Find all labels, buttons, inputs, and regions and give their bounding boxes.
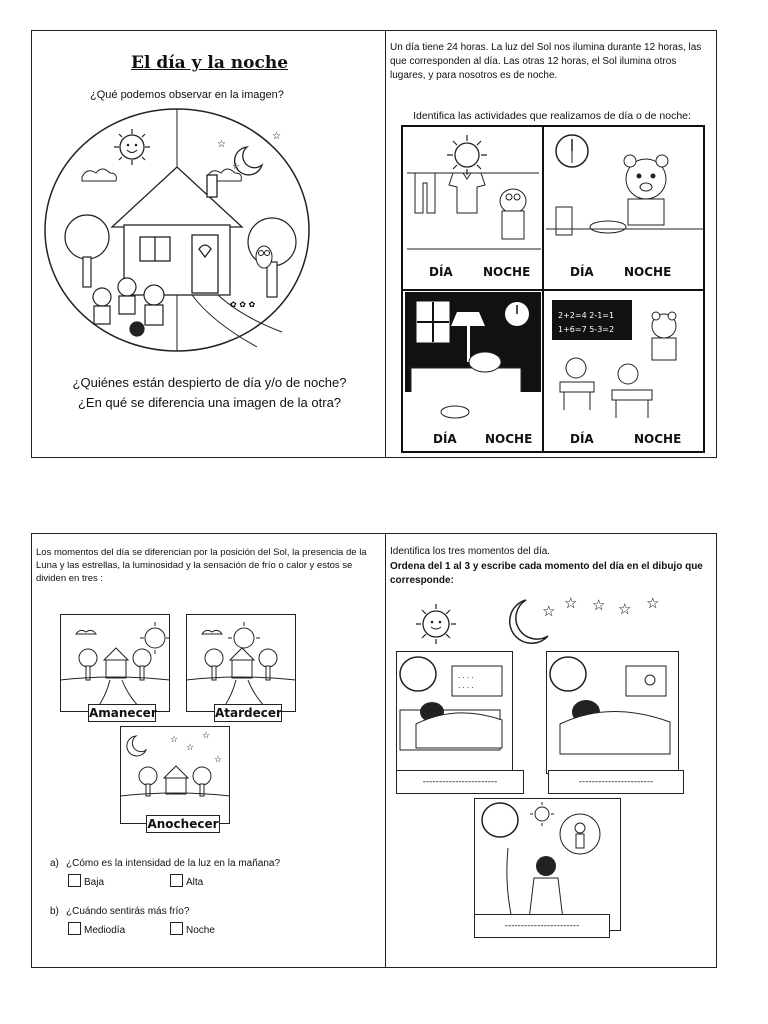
option-low-label: Baja bbox=[84, 877, 105, 888]
sun-icon bbox=[114, 129, 150, 165]
checkbox-night[interactable] bbox=[170, 922, 183, 935]
label-sunset: Atardecer bbox=[214, 704, 282, 722]
option-night-label: Noche bbox=[186, 925, 215, 936]
board-line1: 2+2=4 2-1=1 bbox=[558, 311, 614, 320]
scene-girl-sleeping bbox=[546, 651, 679, 774]
answer-blank-3[interactable]: ----------------------- bbox=[474, 914, 610, 938]
answer-blank-2[interactable]: ----------------------- bbox=[548, 770, 684, 794]
question-a-label: a) bbox=[50, 858, 59, 869]
breakfast-illustration bbox=[546, 134, 704, 236]
option-high-label: Alta bbox=[186, 877, 204, 888]
option-low[interactable]: Baja bbox=[68, 874, 104, 888]
activity-instruction: Identifica las actividades que realizamo… bbox=[413, 110, 691, 122]
moments-intro: Los momentos del día se diferencian por … bbox=[36, 547, 367, 584]
page-title: El día y la noche bbox=[130, 53, 289, 73]
bedroom-night-illustration bbox=[405, 292, 541, 430]
question-b: ¿Cuándo sentirás más frío? bbox=[66, 906, 190, 917]
cell1-day-label: DÍA bbox=[429, 265, 453, 279]
panel-order-moments: Identifica los tres momentos del día. Or… bbox=[385, 533, 717, 968]
star-icon: ☆ bbox=[592, 596, 605, 614]
panel-moments-of-day: Los momentos del día se diferencian por … bbox=[31, 533, 386, 968]
sunset-scene bbox=[186, 614, 296, 712]
star-icon: ☆ bbox=[217, 139, 226, 150]
star-icon: ☆ bbox=[272, 131, 281, 142]
option-high[interactable]: Alta bbox=[170, 874, 203, 888]
label-sunrise: Amanecer bbox=[88, 704, 157, 722]
sun-icon bbox=[416, 604, 456, 644]
cell3-day-label: DÍA bbox=[433, 432, 457, 446]
star-icon: ☆ bbox=[202, 731, 210, 741]
panel-day-night-intro: El día y la noche ¿Qué podemos observar … bbox=[31, 30, 386, 458]
board-line2: 1+6=7 5-3=2 bbox=[558, 325, 614, 334]
owl-icon bbox=[255, 245, 273, 269]
question-difference: ¿En qué se diferencia una imagen de la o… bbox=[77, 395, 342, 410]
question-observe: ¿Qué podemos observar en la imagen? bbox=[90, 89, 284, 101]
star-icon: ☆ bbox=[232, 162, 240, 172]
dusk-scene: ☆ ☆ ☆ ☆ bbox=[120, 726, 230, 824]
cell1-night-label: NOCHE bbox=[483, 265, 531, 279]
order-instruction-1: Identifica los tres momentos del día. bbox=[390, 546, 551, 557]
option-midday[interactable]: Mediodía bbox=[68, 922, 125, 936]
activity-grid: DÍA NOCHE DÍA NOCHE DÍA NOCHE bbox=[401, 125, 705, 453]
question-a: ¿Cómo es la intensidad de la luz en la m… bbox=[66, 858, 281, 869]
star-icon: ☆ bbox=[564, 596, 577, 612]
cell4-night-label: NOCHE bbox=[634, 432, 682, 446]
children-illustration bbox=[92, 277, 165, 337]
svg-text:· · · ·: · · · · bbox=[458, 684, 474, 692]
flower-icon: ✿ ✿ ✿ bbox=[230, 300, 255, 309]
sky-symbols: ☆ ☆ ☆ ☆ ☆ bbox=[416, 596, 659, 644]
scene-girl-waking: · · · · · · · · bbox=[396, 651, 513, 774]
cell4-day-label: DÍA bbox=[570, 432, 594, 446]
scene-girl-waving bbox=[474, 798, 621, 931]
order-instruction-2: Ordena del 1 al 3 y escribe cada momento… bbox=[390, 561, 703, 586]
sunrise-scene bbox=[60, 614, 170, 712]
cell2-night-label: NOCHE bbox=[624, 265, 672, 279]
panel-day-night-activities: Un día tiene 24 horas. La luz del Sol no… bbox=[385, 30, 717, 458]
star-icon: ☆ bbox=[618, 600, 631, 618]
house-illustration bbox=[110, 166, 244, 296]
star-icon: ☆ bbox=[542, 602, 555, 620]
day-night-circle-illustration: ☆ ☆ ☆ bbox=[44, 108, 310, 352]
answer-blank-1[interactable]: ----------------------- bbox=[396, 770, 524, 794]
star-icon: ☆ bbox=[186, 743, 194, 753]
star-icon: ☆ bbox=[214, 755, 222, 765]
star-icon: ☆ bbox=[170, 735, 178, 745]
label-dusk: Anochecer bbox=[146, 815, 220, 833]
svg-text:· · · ·: · · · · bbox=[458, 674, 474, 682]
question-awake: ¿Quiénes están despierto de día y/o de n… bbox=[72, 375, 347, 390]
star-icon: ☆ bbox=[646, 596, 659, 612]
option-night[interactable]: Noche bbox=[170, 922, 215, 936]
clock-icon bbox=[555, 134, 589, 168]
checkbox-low[interactable] bbox=[68, 874, 81, 887]
option-midday-label: Mediodía bbox=[84, 925, 126, 936]
checkbox-midday[interactable] bbox=[68, 922, 81, 935]
classroom-illustration: 2+2=4 2-1=1 1+6=7 5-3=2 bbox=[552, 300, 677, 418]
intro-text: Un día tiene 24 horas. La luz del Sol no… bbox=[390, 42, 702, 81]
cell3-night-label: NOCHE bbox=[485, 432, 533, 446]
laundry-illustration bbox=[407, 135, 541, 250]
moon-icon bbox=[508, 599, 549, 644]
clock-icon bbox=[505, 302, 529, 326]
question-b-label: b) bbox=[50, 906, 59, 917]
checkbox-high[interactable] bbox=[170, 874, 183, 887]
cell2-day-label: DÍA bbox=[570, 265, 594, 279]
moon-icon bbox=[233, 146, 264, 176]
